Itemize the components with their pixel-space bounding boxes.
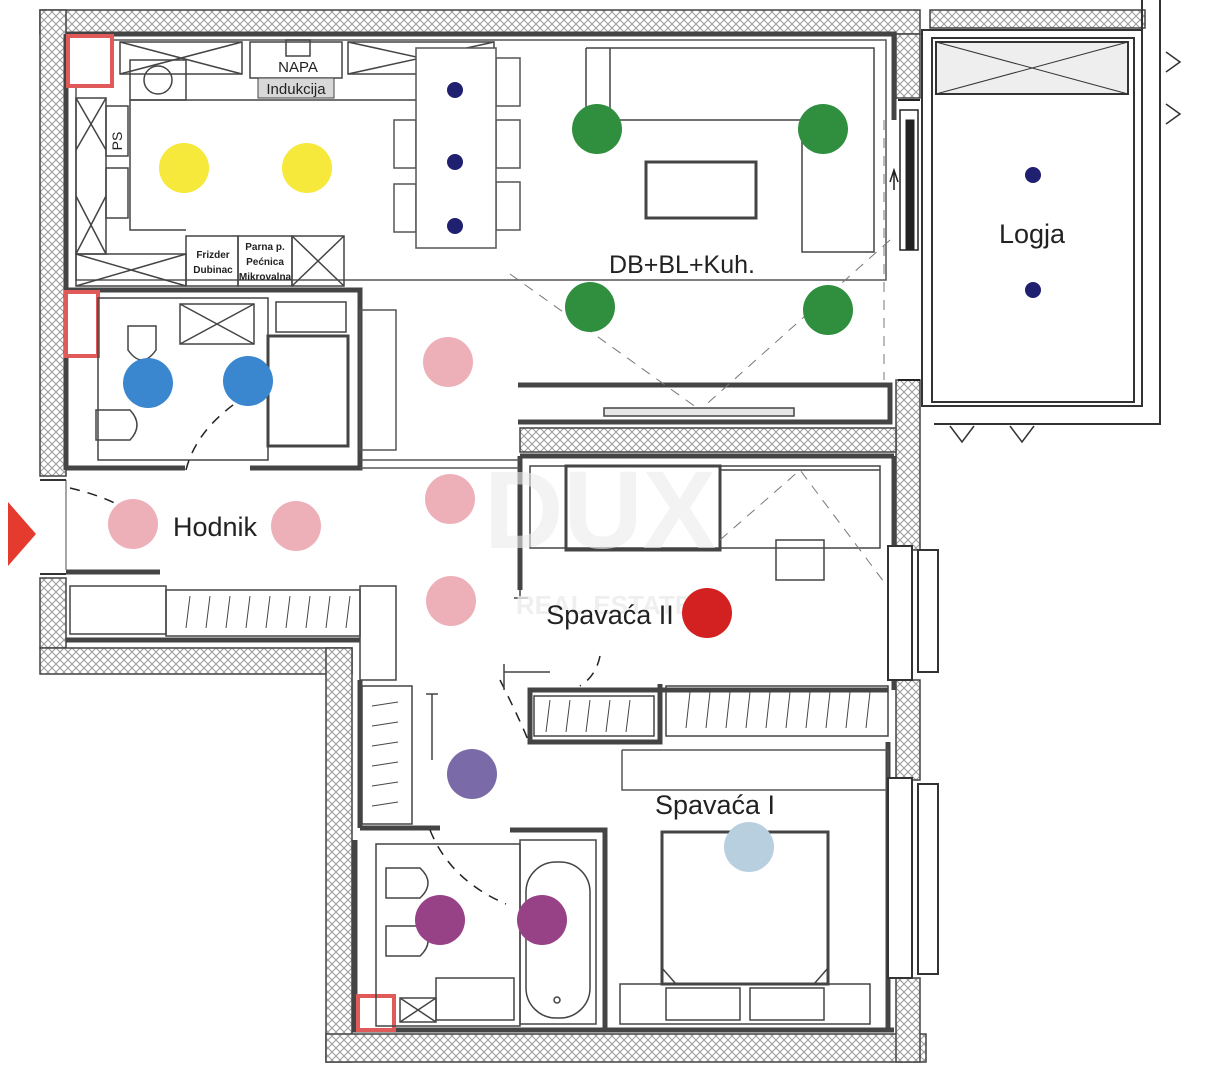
watermark-tagline: REAL ESTATE — [516, 590, 692, 620]
marker-pink-3 — [426, 576, 476, 626]
marker-pink-2 — [425, 474, 475, 524]
balcony-door — [889, 99, 920, 381]
marker-navy-1 — [447, 82, 463, 98]
room-label-bedroom-2: Spavaća II — [546, 600, 674, 630]
marker-navy-3 — [447, 218, 463, 234]
dining-table — [393, 47, 521, 249]
hallway-doors — [40, 479, 141, 575]
watermark-logo: DUX — [484, 449, 716, 572]
marker-pink-5 — [271, 501, 321, 551]
bedroom-1-furniture — [619, 830, 871, 1025]
windows-right — [887, 545, 939, 979]
marker-blue-2 — [223, 356, 273, 406]
marker-green-3 — [565, 282, 615, 332]
room-label-bedroom-1: Spavaća I — [655, 790, 775, 820]
hallway-wardrobe — [69, 585, 397, 681]
marker-navy-2 — [447, 154, 463, 170]
fixture-label-hood: NAPA — [278, 59, 318, 76]
induction-box — [257, 77, 335, 99]
fixture-label-oven-3: Mikrovalna — [239, 272, 292, 283]
fixture-label-oven-2: Pećnica — [246, 257, 284, 268]
loggia — [921, 0, 1182, 444]
marker-blue-1 — [123, 358, 173, 408]
corridor-closet — [361, 664, 550, 825]
marker-light-blue — [724, 822, 774, 872]
walls — [39, 9, 1146, 1063]
marker-green-1 — [572, 104, 622, 154]
bedroom-2-furniture — [514, 464, 891, 687]
marker-green-2 — [798, 104, 848, 154]
fixture-label-fridge-1: Frizder — [196, 250, 229, 261]
fixture-label-fridge-2: Dubinac — [193, 265, 233, 276]
room-label-hallway: Hodnik — [173, 512, 258, 542]
marker-magenta-2 — [517, 895, 567, 945]
entrance-arrow — [8, 502, 36, 566]
marker-pink-1 — [423, 337, 473, 387]
room-label-living: DB+BL+Kuh. — [609, 251, 755, 279]
marker-violet — [447, 749, 497, 799]
marker-magenta-1 — [415, 895, 465, 945]
fixture-label-oven-1: Parna p. — [245, 242, 285, 253]
marker-navy-5 — [1025, 282, 1041, 298]
marker-pink-4 — [108, 499, 158, 549]
bedroom-2-wardrobe — [533, 685, 889, 737]
living-furniture — [509, 47, 891, 417]
marker-yellow-2 — [282, 143, 332, 193]
room-label-loggia: Logja — [999, 219, 1066, 249]
marker-yellow-1 — [159, 143, 209, 193]
fixture-label-induction: Indukcija — [266, 81, 326, 98]
marker-navy-4 — [1025, 167, 1041, 183]
fixture-label-ps: PS — [109, 132, 125, 151]
markers — [108, 82, 1041, 945]
marker-green-4 — [803, 285, 853, 335]
marker-red — [682, 588, 732, 638]
